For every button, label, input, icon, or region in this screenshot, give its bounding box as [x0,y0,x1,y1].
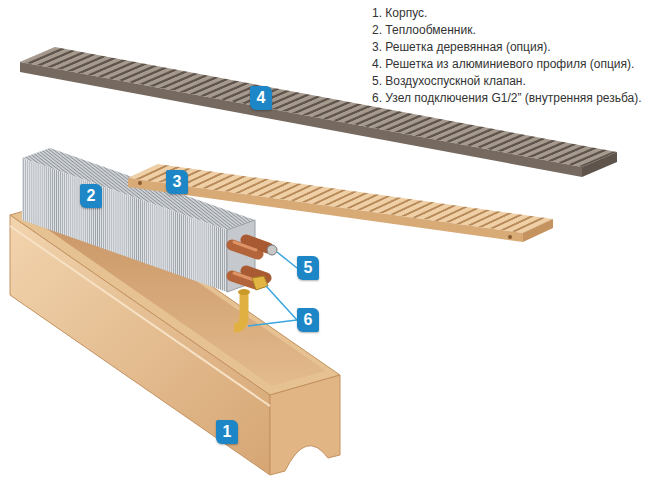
leader-line [277,252,297,268]
body-end-foot [270,375,340,475]
elbow-end [238,289,250,295]
grille-hole [138,181,142,185]
pipe-highlight [234,242,256,250]
callout-box: 3 [166,170,188,194]
alu-grille-end [582,152,617,177]
pipe-highlight [234,273,254,280]
leader-lines [248,252,297,326]
callout-number: 5 [304,259,313,277]
callout-number: 6 [304,311,313,329]
callout-box: 1 [216,420,238,444]
wood-grille-end [523,219,553,242]
callout-box: 2 [80,184,102,208]
part-list-item: 1. Корпус. [372,6,427,20]
part-list-item: 6. Узел подключения G1/2” (внутренняя ре… [372,91,642,105]
wood-grille [128,164,553,242]
part-list-item: 4. Решетка из алюминиевого профиля (опци… [372,57,634,71]
callout-number: 3 [173,173,182,191]
callout-number: 2 [87,187,96,205]
wood-grille-top [128,164,553,233]
leader-line [248,320,297,326]
callout-box: 4 [250,86,272,110]
brass-elbow [234,292,244,328]
part-list-item: 3. Решетка деревянная (опция). [372,40,551,54]
callout-box: 6 [297,308,319,332]
callout-number: 1 [223,423,232,441]
brass-fitting [252,276,268,290]
part-list-item: 2. Теплообменник. [372,23,476,37]
callout-number: 4 [257,89,266,107]
part-list-item: 5. Воздухоспускной клапан. [372,74,526,88]
grille-hole [508,235,512,239]
alu-grille-front [20,62,582,177]
air-valve [267,245,277,255]
leader-line [266,286,297,320]
callout-box: 5 [297,256,319,280]
